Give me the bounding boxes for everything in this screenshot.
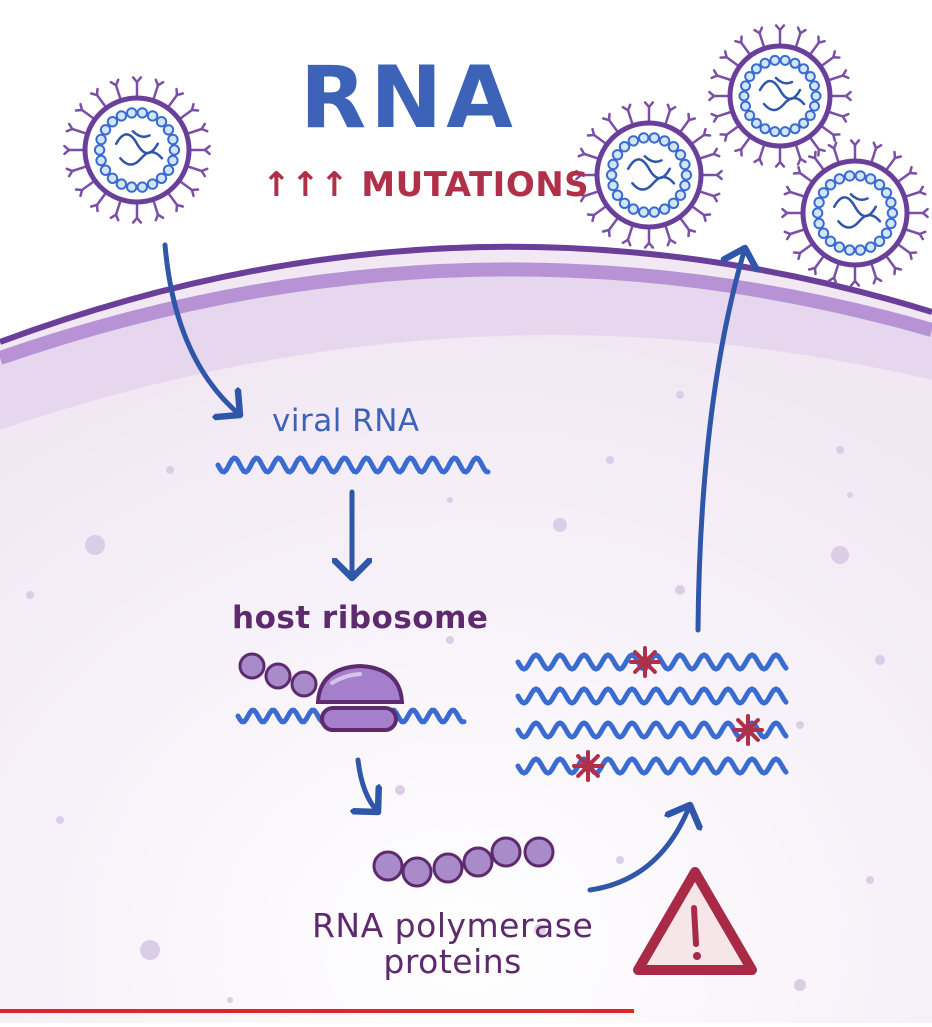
mutation-star-icon bbox=[734, 716, 762, 744]
rna-polymerase-label-line2: proteins bbox=[312, 944, 593, 980]
rna-polymerase-label-line1: RNA polymerase bbox=[312, 908, 593, 944]
viral-rna-label: viral RNA bbox=[272, 403, 420, 439]
mutations-label: ↑↑↑ MUTATIONS bbox=[262, 165, 589, 205]
video-progress-bar[interactable] bbox=[0, 1009, 634, 1013]
virus-icon bbox=[64, 77, 209, 222]
mutation-star-icon bbox=[574, 752, 602, 780]
mutation-star-icon bbox=[631, 648, 659, 676]
page-title: RNA bbox=[300, 48, 517, 148]
rna-polymerase-label: RNA polymerase proteins bbox=[312, 908, 593, 981]
host-ribosome-label: host ribosome bbox=[232, 600, 488, 636]
ribosome-small-subunit bbox=[322, 708, 396, 730]
virus-icon bbox=[576, 102, 721, 247]
